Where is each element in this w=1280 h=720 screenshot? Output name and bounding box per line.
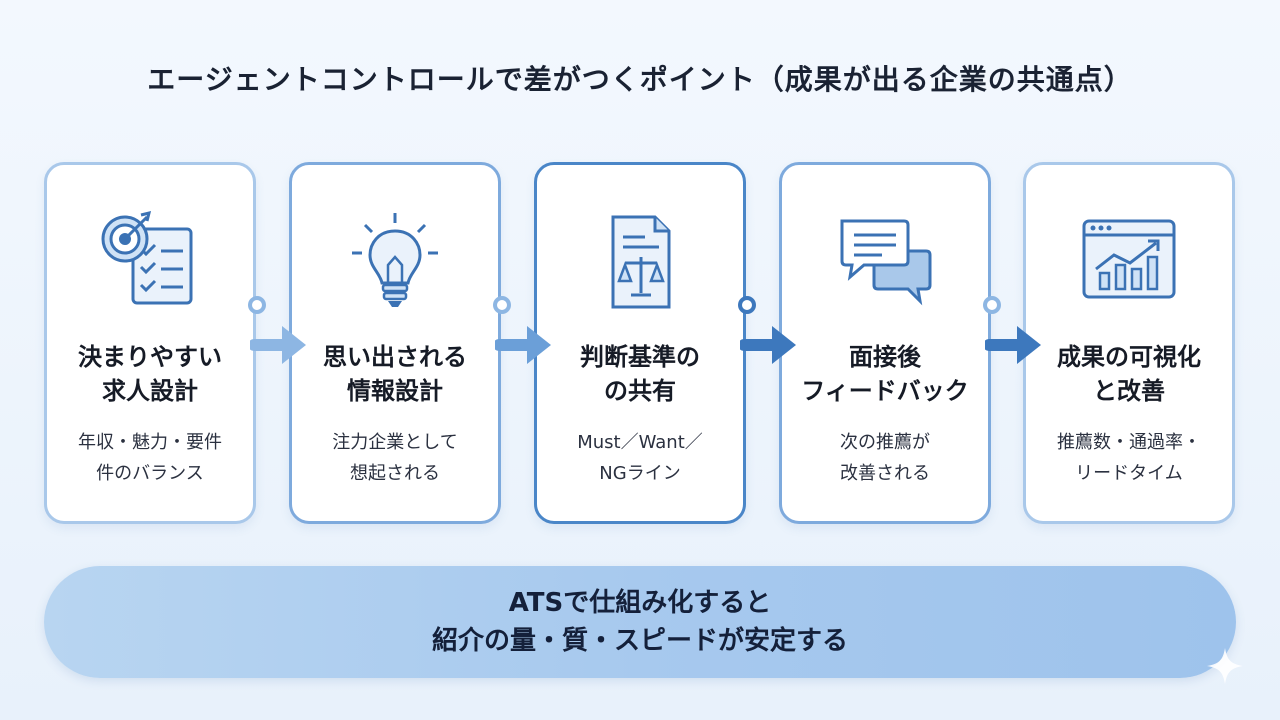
connector-node [738,296,756,314]
card-title: 決まりやすい 求人設計 [78,343,222,405]
card-title: 成果の可視化 と改善 [1057,343,1201,405]
connector-node [983,296,1001,314]
document-scale-icon [585,207,695,317]
sparkle-icon [1207,648,1243,684]
card-title: 思い出される 情報設計 [323,343,467,405]
connector-node [493,296,511,314]
card-description: Must／Want／ NGライン [577,432,703,484]
arrow-right-icon [740,326,796,364]
banner-line-1: ATSで仕組み化すると [508,588,772,618]
lightbulb-icon [340,207,450,317]
card-title: 判断基準の の共有 [580,343,700,405]
summary-banner: ATSで仕組み化すると 紹介の量・質・スピードが安定する [44,566,1236,678]
card-description: 年収・魅力・要件 件のバランス [78,432,222,484]
card-description: 推薦数・通過率・ リードタイム [1057,432,1201,484]
diagram-title: エージェントコントロールで差がつくポイント（成果が出る企業の共通点） [147,63,1133,96]
connector-node [248,296,266,314]
growth-chart-icon [1074,207,1184,317]
arrow-right-icon [495,326,551,364]
card-job-design: 決まりやすい 求人設計 年収・魅力・要件 件のバランス [44,162,256,524]
card-description: 注力企業として 想起される [332,432,458,484]
chat-bubbles-icon [830,207,940,317]
card-description: 次の推薦が 改善される [840,432,930,484]
arrow-right-icon [250,326,306,364]
card-criteria-sharing: 判断基準の の共有 Must／Want／ NGライン [534,162,746,524]
arrow-right-icon [985,326,1041,364]
card-visualization: 成果の可視化 と改善 推薦数・通過率・ リードタイム [1023,162,1235,524]
card-feedback: 面接後 フィードバック 次の推薦が 改善される [779,162,991,524]
card-title: 面接後 フィードバック [801,343,969,405]
card-info-design: 思い出される 情報設計 注力企業として 想起される [289,162,501,524]
banner-line-2: 紹介の量・質・スピードが安定する [431,626,848,656]
target-checklist-icon [95,207,205,317]
